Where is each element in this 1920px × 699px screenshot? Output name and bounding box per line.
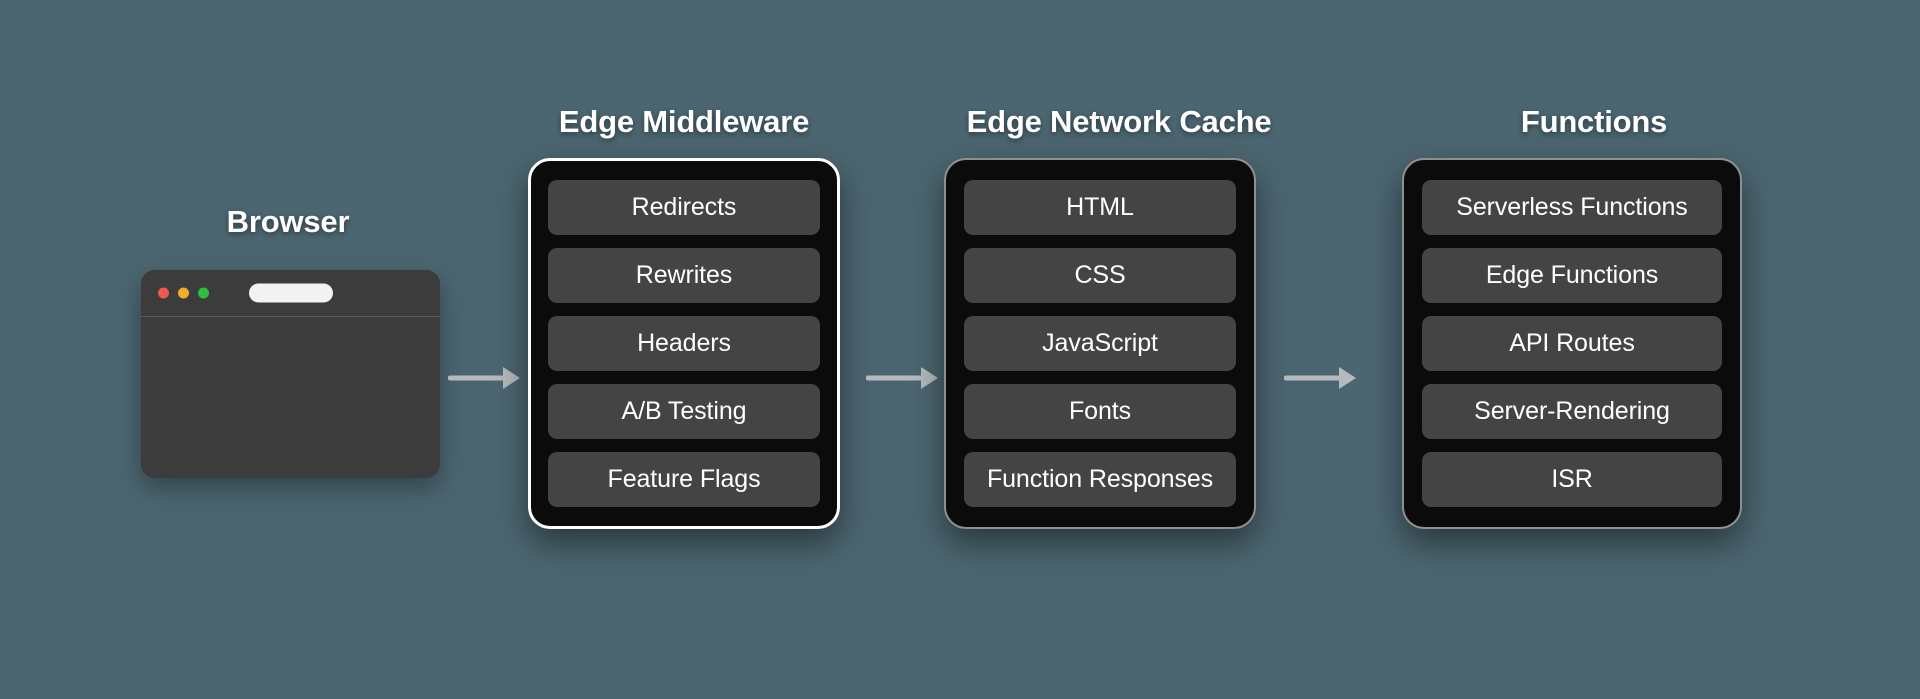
traffic-light-maximize-icon[interactable] xyxy=(198,287,209,299)
arrow-browser-to-middleware xyxy=(448,367,520,389)
list-item[interactable]: A/B Testing xyxy=(548,384,820,439)
arrow-head-icon xyxy=(503,367,520,389)
column-title-edge-middleware: Edge Middleware xyxy=(558,104,810,139)
list-item[interactable]: HTML xyxy=(964,180,1236,235)
list-item[interactable]: ISR xyxy=(1422,452,1722,507)
list-item[interactable]: Server-Rendering xyxy=(1422,384,1722,439)
list-item[interactable]: Serverless Functions xyxy=(1422,180,1722,235)
list-item[interactable]: Headers xyxy=(548,316,820,371)
browser-chrome-bar xyxy=(141,270,440,317)
card-edge-middleware[interactable]: Redirects Rewrites Headers A/B Testing F… xyxy=(528,158,840,529)
browser-title: Browser xyxy=(226,204,350,239)
list-item[interactable]: Feature Flags xyxy=(548,452,820,507)
arrow-shaft xyxy=(448,375,504,381)
arrow-cache-to-functions xyxy=(1284,367,1356,389)
arrow-shaft xyxy=(1284,375,1340,381)
list-item[interactable]: CSS xyxy=(964,248,1236,303)
list-item[interactable]: JavaScript xyxy=(964,316,1236,371)
list-item[interactable]: Fonts xyxy=(964,384,1236,439)
list-item[interactable]: Function Responses xyxy=(964,452,1236,507)
browser-viewport xyxy=(141,317,440,478)
card-edge-network-cache[interactable]: HTML CSS JavaScript Fonts Function Respo… xyxy=(944,158,1256,529)
traffic-lights xyxy=(158,287,209,299)
arrow-middleware-to-cache xyxy=(866,367,938,389)
column-title-edge-network-cache: Edge Network Cache xyxy=(966,104,1272,139)
list-item[interactable]: Rewrites xyxy=(548,248,820,303)
browser-window xyxy=(141,270,440,478)
arrow-head-icon xyxy=(921,367,938,389)
list-item[interactable]: API Routes xyxy=(1422,316,1722,371)
column-title-functions: Functions xyxy=(1520,104,1668,139)
arrow-shaft xyxy=(866,375,922,381)
list-item[interactable]: Redirects xyxy=(548,180,820,235)
arrow-head-icon xyxy=(1339,367,1356,389)
browser-url-input[interactable] xyxy=(248,283,333,303)
list-item[interactable]: Edge Functions xyxy=(1422,248,1722,303)
traffic-light-minimize-icon[interactable] xyxy=(178,287,189,299)
traffic-light-close-icon[interactable] xyxy=(158,287,169,299)
card-functions[interactable]: Serverless Functions Edge Functions API … xyxy=(1402,158,1742,529)
